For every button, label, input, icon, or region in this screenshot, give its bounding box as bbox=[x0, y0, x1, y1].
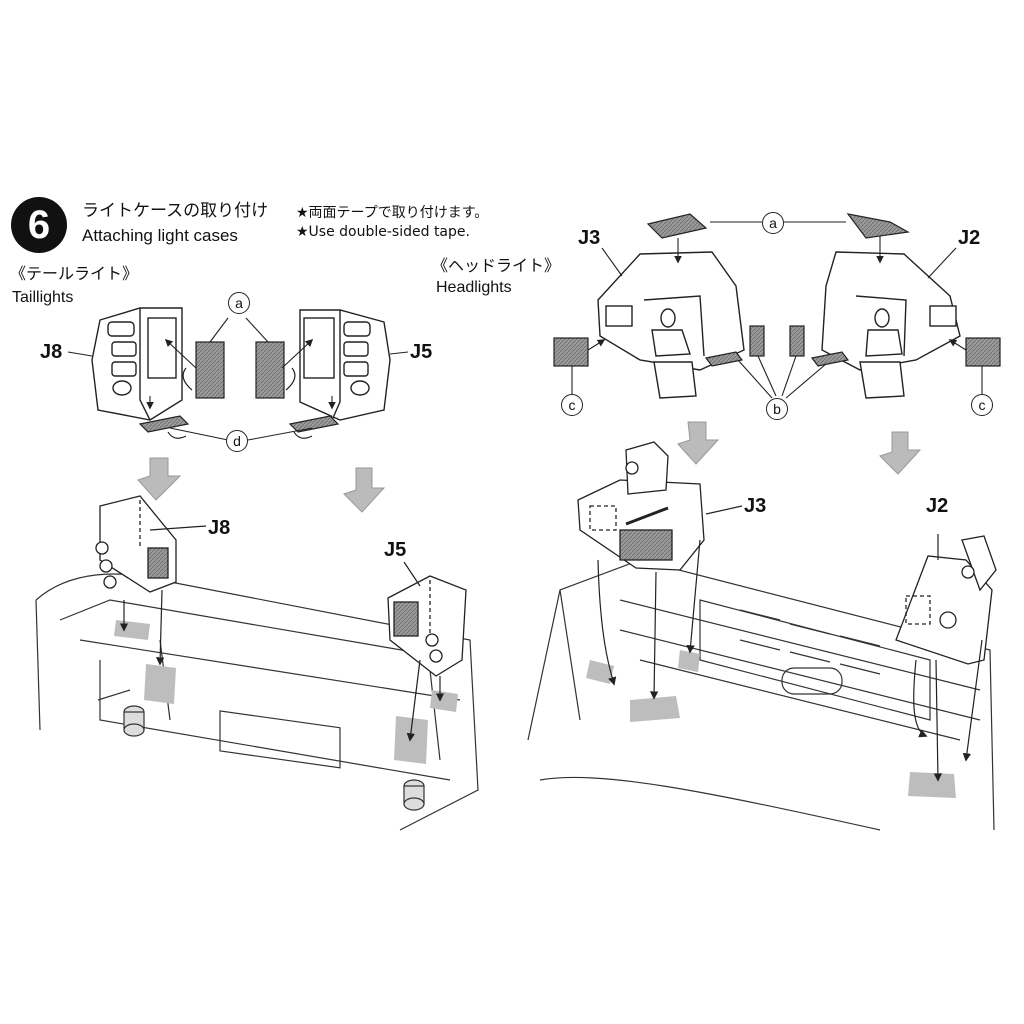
part-label-j2-assembled: J2 bbox=[926, 495, 949, 517]
headlights-heading-en: Headlights bbox=[436, 279, 512, 296]
rear-body-posts bbox=[123, 705, 425, 811]
tape-label-c-headlights-right: c bbox=[971, 394, 993, 416]
headlight-leader-lines bbox=[571, 221, 983, 399]
taillight-j8-assembled bbox=[95, 495, 177, 593]
taillight-leader-lines bbox=[67, 317, 409, 441]
part-label-j2-exploded: J2 bbox=[958, 227, 981, 249]
step-title-en: Attaching light cases bbox=[82, 226, 238, 245]
step-number-badge: 6 bbox=[11, 197, 67, 253]
taillight-case-j5-exploded bbox=[299, 309, 391, 421]
taillight-case-j8-exploded bbox=[91, 307, 183, 421]
part-label-j8-exploded: J8 bbox=[40, 341, 63, 363]
headlight-j3-assembled bbox=[577, 441, 705, 571]
tape-d-taillight-right bbox=[288, 415, 340, 439]
headlight-direction-arrows bbox=[677, 421, 922, 475]
step-number: 6 bbox=[27, 202, 51, 247]
taillights-heading-en: Taillights bbox=[12, 289, 74, 306]
note-en: ★Use double-sided tape. bbox=[296, 224, 470, 240]
headlight-j2-assembled bbox=[895, 535, 997, 665]
taillight-direction-arrows bbox=[137, 457, 386, 513]
part-label-j8-assembled: J8 bbox=[208, 517, 231, 539]
taillight-install-arrows bbox=[119, 525, 445, 742]
taillights-heading-jp: 《テールライト》 bbox=[10, 264, 139, 283]
tape-d-taillight-left bbox=[138, 415, 190, 439]
step-title-jp: ライトケースの取り付け bbox=[82, 201, 269, 221]
tape-label-c-headlights-left: c bbox=[561, 394, 583, 416]
tape-label-d-taillights: d bbox=[226, 430, 248, 452]
headlight-case-j3-exploded bbox=[597, 251, 745, 399]
headlights-heading-jp: 《ヘッドライト》 bbox=[432, 256, 561, 275]
part-label-j3-assembled: J3 bbox=[744, 495, 767, 517]
tape-a-taillight-right bbox=[255, 341, 296, 399]
rear-body-taillight bbox=[35, 573, 479, 831]
headlight-tapes bbox=[553, 213, 1001, 367]
tape-label-b-headlights: b bbox=[766, 398, 788, 420]
taillight-j5-assembled bbox=[387, 575, 467, 677]
tape-label-a-taillights: a bbox=[228, 292, 250, 314]
headlight-install-arrows bbox=[597, 505, 983, 782]
headlight-case-j2-exploded bbox=[821, 251, 961, 399]
tape-a-taillight-left bbox=[182, 341, 225, 399]
front-body-tape-spots bbox=[586, 650, 956, 798]
part-label-j5-exploded: J5 bbox=[410, 341, 433, 363]
part-label-j5-assembled: J5 bbox=[384, 539, 407, 561]
note-jp: ★両面テープで取り付けます。 bbox=[296, 205, 489, 221]
part-label-j3-exploded: J3 bbox=[578, 227, 601, 249]
tape-label-a-headlights: a bbox=[762, 212, 784, 234]
